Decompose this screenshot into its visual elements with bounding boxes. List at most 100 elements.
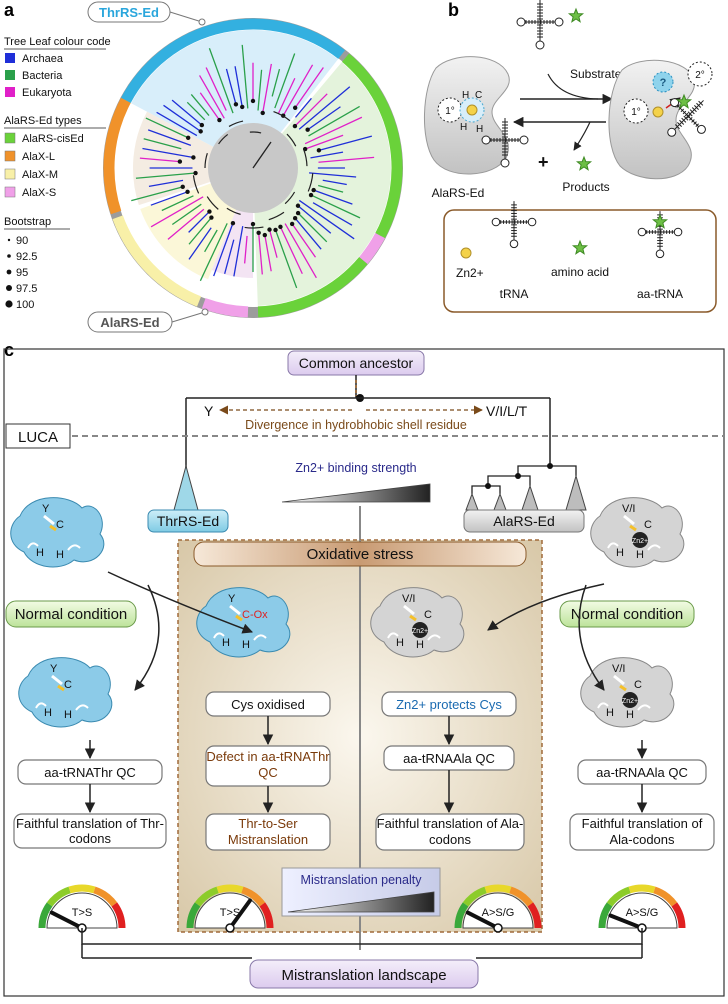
tree-leaf xyxy=(258,232,263,275)
bootstrap-node xyxy=(295,210,301,216)
alars-cised-wedge xyxy=(253,62,392,306)
tree-leaf xyxy=(156,111,198,137)
gauge-needle xyxy=(49,910,84,930)
legend-title-bootstrap: Bootstrap xyxy=(4,216,51,228)
alax-l-ring xyxy=(103,97,131,215)
protein-cys-residue: C xyxy=(634,679,642,691)
bootstrap-node xyxy=(292,105,298,110)
protein-shell-residue: V/I xyxy=(402,593,415,605)
tree-internal-branch xyxy=(273,111,291,122)
key-zn: Zn2+ xyxy=(456,266,484,280)
secondary-site-label: 2° xyxy=(695,70,705,81)
common-ancestor: Common ancestor xyxy=(299,355,414,371)
tree-leaf xyxy=(294,67,324,109)
gauge-label: A>S/G xyxy=(482,907,515,919)
tree-leaf xyxy=(277,78,296,114)
amino-acid-key-icon xyxy=(571,239,589,255)
protein-zinc-label: Zn2+ xyxy=(412,628,428,635)
tree-leaf xyxy=(186,101,206,121)
alars-ed-complex: 1° ? 2° xyxy=(608,59,713,180)
thrrs-ed-tag-label: ThrRS-Ed xyxy=(99,5,159,20)
bootstrap-node xyxy=(209,215,214,220)
alars-cised-ring xyxy=(342,53,403,239)
alax-m-ring xyxy=(112,215,202,307)
mistranslation-landscape-box xyxy=(249,959,479,989)
tree-leaf xyxy=(294,93,328,127)
tree-leaf xyxy=(171,203,202,226)
tree-branches xyxy=(131,44,375,289)
tree-leaf xyxy=(274,229,298,289)
alax-s-ring xyxy=(359,232,385,265)
legend-title-leaf: Tree Leaf colour code xyxy=(4,36,111,48)
protein-his-residue: H xyxy=(396,637,404,649)
tree-internal-branch xyxy=(218,133,229,145)
flow-center-left: Cys oxidised Defect in aa-tRNAThr QC Thr… xyxy=(205,691,331,851)
protein-his-residue: H xyxy=(626,709,634,721)
primary-site-label: 1° xyxy=(445,106,455,117)
bootstrap-node xyxy=(180,184,185,190)
tree-leaf xyxy=(145,117,189,139)
bootstrap-node xyxy=(278,224,283,230)
tree-leaf xyxy=(204,229,218,253)
tree-internal-branch xyxy=(284,191,296,205)
tree-leaf xyxy=(161,195,194,212)
gauge-needle xyxy=(608,913,644,930)
tree-leaf xyxy=(143,138,182,150)
right-outcome: Faithful translation of Ala-codons xyxy=(581,816,703,847)
tree-leaf xyxy=(264,234,272,272)
tree-leaf xyxy=(298,199,355,240)
alars-clade-tree xyxy=(471,465,577,494)
cys-oxidised: Cys oxidised xyxy=(231,697,305,712)
tree-leaf xyxy=(199,223,228,282)
question-mark: ? xyxy=(660,77,667,89)
bootstrap-node xyxy=(308,192,314,198)
protein-his-residue: H xyxy=(616,547,624,559)
gauge-needle xyxy=(228,898,252,930)
protein-cys-residue: C-Ox xyxy=(242,609,268,621)
gauge-label: A>S/G xyxy=(626,907,659,919)
legend-bacteria: Bacteria xyxy=(22,70,63,82)
amino-acid-star-top xyxy=(567,7,585,23)
tree-leaf xyxy=(257,69,263,111)
thrrs-clade xyxy=(173,464,199,511)
protein-cys-residue: C xyxy=(56,519,64,531)
key-aa-trna: aa-tRNA xyxy=(637,287,683,301)
residue-h-3: H xyxy=(476,124,483,135)
tree-leaf xyxy=(225,68,237,105)
tree-leaf xyxy=(291,223,317,258)
legend-alax-m: AlaX-M xyxy=(22,169,58,181)
luca-box xyxy=(5,423,71,449)
protein-his-residue: H xyxy=(56,549,64,561)
protein-cys-residue: C xyxy=(424,609,432,621)
tree-leaf xyxy=(208,48,234,114)
bootstrap-node xyxy=(177,159,183,164)
amino-acid-star-product xyxy=(575,155,593,171)
tree-leaf xyxy=(188,211,210,233)
alars-ed-tag-label: AlaRS-Ed xyxy=(100,315,159,330)
gauge-label: T>S xyxy=(220,907,240,919)
tree-leaf xyxy=(310,151,344,159)
alars-ed-label: AlaRS-Ed xyxy=(493,513,554,529)
bootstrap-node xyxy=(311,187,316,193)
protein-shell-residue: V/I xyxy=(612,663,625,675)
alars-cised-ring-2 xyxy=(257,256,368,318)
tree-leaf xyxy=(282,64,314,117)
key-amino-acid: amino acid xyxy=(551,265,609,279)
legend-alax-s: AlaX-S xyxy=(22,187,56,199)
bootstrap-node xyxy=(292,216,298,221)
thrrs-ed-label: ThrRS-Ed xyxy=(157,513,219,529)
tree-leaf xyxy=(171,99,203,126)
key-trna: tRNA xyxy=(500,287,529,301)
bootstrap-node xyxy=(217,117,222,123)
primary-site-complex: 1° xyxy=(631,107,641,118)
bootstrap-node xyxy=(250,98,256,104)
enzyme-label: AlaRS-Ed xyxy=(432,186,485,200)
tree-leaf xyxy=(307,106,341,131)
tree-leaf xyxy=(274,53,296,109)
luca-label: LUCA xyxy=(18,429,58,446)
amino-acid-on-aa-trna xyxy=(651,213,669,229)
